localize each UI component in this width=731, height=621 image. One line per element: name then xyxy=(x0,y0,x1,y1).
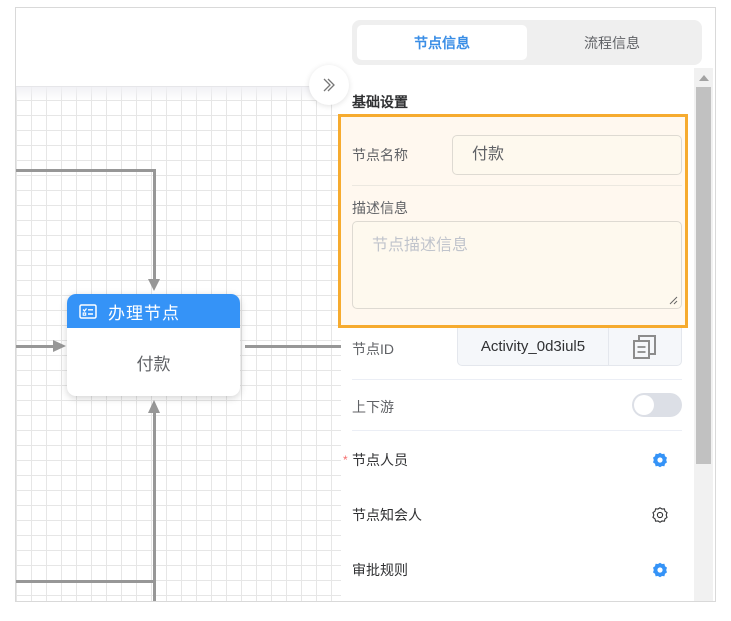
node-personnel-label: 节点人员 xyxy=(352,452,408,468)
tab-node-info[interactable]: 节点信息 xyxy=(357,25,527,60)
node-name-label: 节点名称 xyxy=(352,147,408,163)
gear-outline-icon[interactable] xyxy=(652,507,668,523)
section-title-basic-settings: 基础设置 xyxy=(352,94,408,110)
process-designer: 办理节点 付款 节点信息 流程信息 基础设置 节点名称 付款 描述信息 节点描述… xyxy=(15,7,716,602)
canvas-toolbar-area xyxy=(16,8,341,87)
description-textarea[interactable]: 节点描述信息 xyxy=(352,221,682,309)
scrollbar-thumb[interactable] xyxy=(696,87,711,464)
properties-panel: 节点信息 流程信息 基础设置 节点名称 付款 描述信息 节点描述信息 节点ID xyxy=(338,8,715,601)
panel-scrollbar[interactable] xyxy=(694,68,713,601)
scroll-up-arrow-icon[interactable] xyxy=(699,75,709,81)
double-chevron-right-icon xyxy=(323,78,335,92)
node-name: 付款 xyxy=(136,354,171,374)
description-label: 描述信息 xyxy=(352,200,408,216)
panel-tabs: 节点信息 流程信息 xyxy=(352,20,702,65)
edge-top-vertical[interactable] xyxy=(153,169,156,281)
copy-id-button[interactable] xyxy=(608,328,681,365)
task-list-icon xyxy=(79,303,97,319)
node-name-input[interactable]: 付款 xyxy=(452,135,682,175)
up-down-stream-label: 上下游 xyxy=(352,399,394,415)
edge-right-horizontal[interactable] xyxy=(245,345,341,348)
highlighted-fields-region: 节点名称 付款 描述信息 节点描述信息 xyxy=(338,114,688,328)
edge-bottom-horizontal[interactable] xyxy=(16,580,155,583)
divider xyxy=(352,430,682,431)
edge-bottom-vertical[interactable] xyxy=(153,412,156,601)
edge-left-horizontal[interactable] xyxy=(16,345,54,348)
divider xyxy=(352,185,682,186)
description-placeholder: 节点描述信息 xyxy=(372,237,469,254)
node-id-field: Activity_0d3iul5 xyxy=(457,328,682,366)
up-down-stream-toggle[interactable] xyxy=(632,393,682,417)
flow-node-task[interactable]: 办理节点 付款 xyxy=(67,294,240,396)
arrow-up-icon xyxy=(148,400,160,413)
resize-handle-icon[interactable] xyxy=(669,296,678,305)
arrow-right-icon xyxy=(53,340,66,352)
gear-icon[interactable] xyxy=(652,452,668,468)
divider xyxy=(352,379,682,380)
tab-process-info[interactable]: 流程信息 xyxy=(584,34,640,51)
edge-top-horizontal[interactable] xyxy=(16,169,155,172)
copy-icon xyxy=(633,334,656,359)
arrow-down-icon xyxy=(148,279,160,291)
node-id-value[interactable]: Activity_0d3iul5 xyxy=(480,338,586,355)
collapse-panel-button[interactable] xyxy=(309,65,349,105)
gear-icon[interactable] xyxy=(652,562,668,578)
toggle-knob xyxy=(634,395,654,415)
node-id-label: 节点ID xyxy=(352,341,394,357)
node-type-label: 办理节点 xyxy=(108,303,180,323)
approval-rule-label: 审批规则 xyxy=(352,562,408,578)
node-notify-label: 节点知会人 xyxy=(352,507,422,523)
node-header: 办理节点 xyxy=(67,294,240,328)
required-mark: * xyxy=(343,453,348,467)
